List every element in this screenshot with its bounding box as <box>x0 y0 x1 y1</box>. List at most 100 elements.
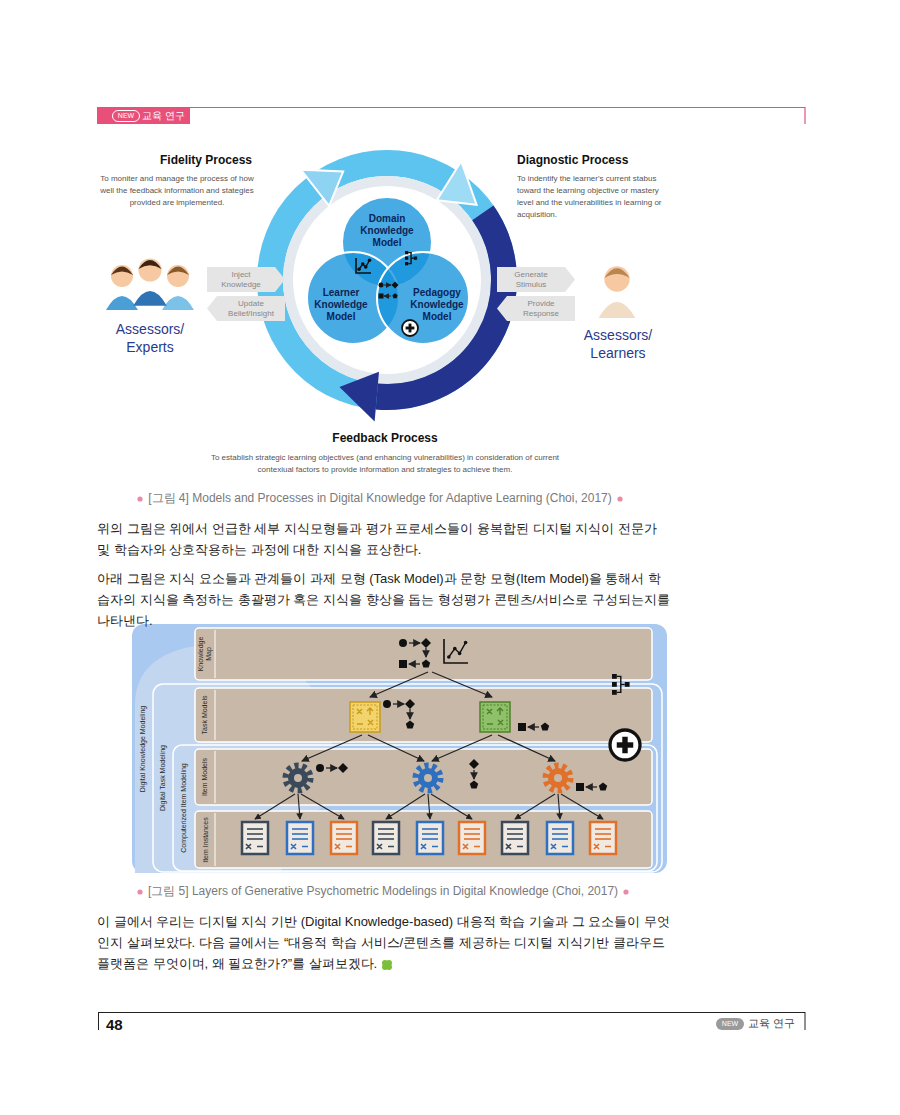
relation-arrow <box>409 663 420 664</box>
layer-name: Task Models <box>201 691 209 739</box>
document-line <box>247 838 263 840</box>
plus-circle <box>402 320 418 336</box>
square-symbol <box>518 723 526 731</box>
flow-label: Generate Stimulus <box>501 270 561 290</box>
caption-bullet <box>617 496 623 502</box>
tree-node <box>625 682 630 687</box>
gear-hole <box>554 774 562 782</box>
relation-arrow <box>393 703 404 704</box>
chart-dot <box>364 265 368 269</box>
square-symbol <box>576 783 584 791</box>
band-divider <box>215 690 216 740</box>
person-hair <box>167 267 189 276</box>
document-line <box>464 828 480 830</box>
relation-arrow <box>370 672 428 697</box>
person-head <box>604 266 629 291</box>
chart-dot <box>447 655 451 659</box>
task-frame <box>153 684 662 872</box>
layer-band: Item Instances <box>195 811 652 868</box>
gear-hole <box>294 774 302 782</box>
footer-tick <box>805 1012 806 1030</box>
gear-teeth <box>286 766 310 790</box>
header-tick <box>804 107 805 124</box>
item-frame <box>173 745 657 871</box>
square-symbol <box>379 294 384 299</box>
document-line <box>378 838 394 840</box>
bullet-dot <box>617 496 622 501</box>
diamond-symbol <box>469 759 479 769</box>
relation-arrow <box>561 794 603 819</box>
relation-arrow <box>432 735 492 761</box>
band-divider <box>215 630 216 678</box>
item-document <box>417 822 443 854</box>
pentagon-symbol <box>392 293 397 298</box>
item-document <box>373 822 399 854</box>
layer-name: Knowledge Map <box>197 631 213 677</box>
task-border <box>353 705 377 729</box>
footer-tick <box>98 1012 99 1030</box>
caption-bullet <box>623 889 629 895</box>
flow-banner: Inject Knowledge <box>207 267 285 292</box>
tree-node <box>405 257 408 260</box>
tree-node <box>405 251 408 254</box>
chart-axes <box>444 639 468 663</box>
relation-arrow <box>384 285 391 286</box>
modeling-panel <box>132 624 667 873</box>
process-title: Fidelity Process <box>130 153 282 168</box>
document-line <box>378 833 394 835</box>
gear-body <box>288 768 308 788</box>
gear-teeth <box>546 766 570 790</box>
banner-shape <box>497 296 575 321</box>
band-divider <box>215 813 216 866</box>
relation-arrow <box>298 794 300 819</box>
model-circle-shape <box>377 252 469 344</box>
actor-label: Assessors/ Learners <box>573 326 663 362</box>
document-line <box>595 838 611 840</box>
relation-arrow <box>586 786 597 787</box>
body-paragraph: 아래 그림은 지식 요소들과 관계들이 과제 모형 (Task Model)과 … <box>97 568 671 631</box>
relation-arrow <box>558 794 560 819</box>
document-line <box>292 828 308 830</box>
item-document <box>287 822 313 854</box>
caption-bullet <box>137 496 143 502</box>
badge-text: NEW <box>716 1019 744 1029</box>
document-marks <box>551 844 568 849</box>
badge-text: NEW <box>112 110 140 122</box>
document-line <box>336 838 352 840</box>
layer-band <box>195 688 652 742</box>
document-line <box>336 828 352 830</box>
body-paragraph: 위의 그림은 위에서 언급한 세부 지식모형들과 평가 프로세스들이 융복합된 … <box>97 518 671 560</box>
figure-caption-line: [그림 5] Layers of Generative Psychometric… <box>83 883 683 899</box>
document-marks <box>291 844 308 849</box>
task-icon <box>350 702 380 732</box>
circle-symbol <box>379 283 384 288</box>
layer-name: Item Instances <box>201 814 209 865</box>
relation-arrow <box>302 735 362 761</box>
tree-node <box>405 262 408 265</box>
document-line <box>507 833 523 835</box>
layer-band <box>195 628 652 680</box>
chart-dot <box>357 267 361 271</box>
bullet-dot <box>137 889 142 894</box>
gear-body <box>418 768 438 788</box>
document-line <box>422 828 438 830</box>
plus-bar <box>622 737 627 754</box>
chart-dot <box>458 652 462 656</box>
layer-band <box>195 811 652 868</box>
inner-ring <box>288 181 486 379</box>
banner-shape <box>497 267 575 292</box>
banner-shape <box>207 296 285 321</box>
document-line <box>507 828 523 830</box>
page-number: 48 <box>106 1016 146 1034</box>
pentagon-symbol <box>422 660 430 668</box>
item-document <box>242 822 268 854</box>
footer-pill <box>716 1018 744 1030</box>
gear-teeth <box>416 766 440 790</box>
chart-dot <box>368 258 372 262</box>
band-divider <box>215 751 216 803</box>
feedback-arrowhead <box>339 372 379 422</box>
model-name: Pedagogy Knowledge Model <box>405 287 469 323</box>
pentagon-symbol <box>406 721 414 729</box>
relation-arrow <box>498 735 555 761</box>
diamond-symbol <box>405 699 415 709</box>
